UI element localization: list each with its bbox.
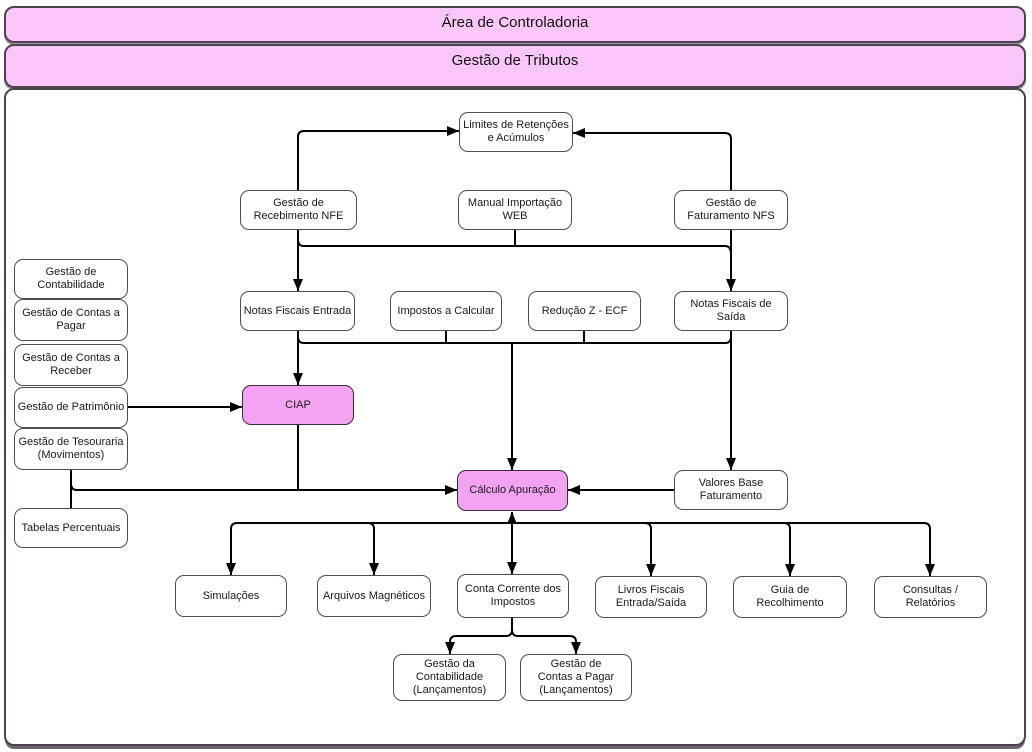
flow-node-gestao-contabilidade: Gestão de Contabilidade bbox=[14, 259, 128, 299]
area-header-title: Área de Controladoria bbox=[441, 14, 589, 31]
flow-node-consultas-relatorios: Consultas / Relatórios bbox=[874, 576, 987, 618]
flow-node-guia-de-recolhimento: Guia de Recolhimento bbox=[733, 576, 847, 618]
flow-node-gestao-de-contas-a-pagar-lancamentos: Gestão de Contas a Pagar (Lançamentos) bbox=[520, 654, 632, 701]
flow-node-gestao-contas-a-receber: Gestão de Contas a Receber bbox=[14, 344, 128, 386]
flow-node-gestao-recebimento-nfe: Gestão de Recebimento NFE bbox=[240, 190, 357, 230]
flow-node-simulacoes: Simulações bbox=[175, 575, 287, 617]
area-header-band: Área de Controladoria bbox=[4, 6, 1026, 43]
flow-node-ciap: CIAP bbox=[242, 385, 354, 425]
flow-node-calculo-apuracao: Cálculo Apuração bbox=[457, 470, 568, 511]
flow-node-notas-fiscais-de-saida: Notas Fiscais de Saída bbox=[674, 291, 788, 331]
flow-node-reducao-z-ecf: Redução Z - ECF bbox=[528, 291, 641, 331]
flow-node-limites-retencoes: Limites de Retenções e Acúmulos bbox=[459, 112, 573, 152]
flow-node-gestao-patrimonio: Gestão de Patrimônio bbox=[14, 387, 128, 428]
subject-header-title: Gestão de Tributos bbox=[451, 52, 579, 69]
flow-node-notas-fiscais-entrada: Notas Fiscais Entrada bbox=[240, 291, 355, 331]
flow-node-tabelas-percentuais: Tabelas Percentuais bbox=[14, 508, 128, 548]
flow-node-gestao-da-contabilidade-lancamentos: Gestão da Contabilidade (Lançamentos) bbox=[393, 654, 506, 701]
flow-node-gestao-faturamento-nfs: Gestão de Faturamento NFS bbox=[674, 190, 788, 230]
flow-node-arquivos-magneticos: Arquivos Magnéticos bbox=[317, 575, 431, 617]
subject-header-band: Gestão de Tributos bbox=[4, 44, 1026, 88]
flow-node-conta-corrente-dos-impostos: Conta Corrente dos Impostos bbox=[457, 574, 569, 618]
flow-node-valores-base-faturamento: Valores Base Faturamento bbox=[674, 470, 788, 510]
flow-node-impostos-a-calcular: Impostos a Calcular bbox=[390, 291, 502, 331]
flow-node-manual-importacao-web: Manual Importação WEB bbox=[458, 190, 572, 230]
flow-node-gestao-tesouraria: Gestão de Tesouraria (Movimentos) bbox=[14, 428, 128, 470]
flow-node-livros-fiscais-entrada-saida: Livros Fiscais Entrada/Saída bbox=[595, 576, 707, 618]
flow-node-gestao-contas-a-pagar: Gestão de Contas a Pagar bbox=[14, 299, 128, 341]
